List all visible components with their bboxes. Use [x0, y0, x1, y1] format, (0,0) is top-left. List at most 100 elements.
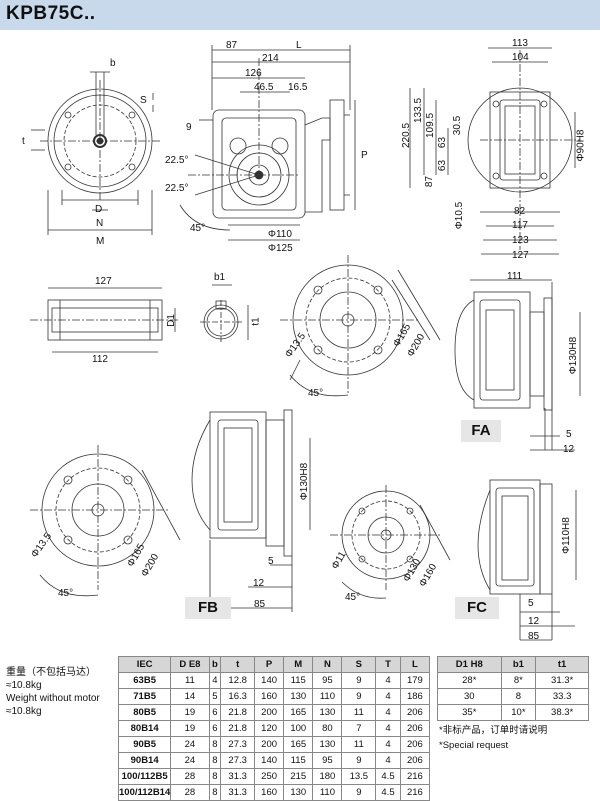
table-cell: 200 [254, 704, 285, 721]
table-cell: 4 [375, 752, 401, 769]
table-cell: 12.8 [220, 672, 256, 689]
weight-en: Weight without motor [6, 693, 100, 704]
table-cell: 6 [208, 704, 222, 721]
col-d1: D1 H8 [437, 656, 502, 673]
table-row: 28*8*31.3* [437, 672, 589, 689]
special-request-note: *非标产品，订单时请说明 *Special request [439, 723, 547, 753]
table-cell: 206 [399, 704, 431, 721]
table-cell: 130 [283, 688, 314, 705]
table-cell: 9 [341, 784, 377, 801]
table-cell: 8 [500, 688, 537, 705]
note-cn: *非标产品，订单时请说明 [439, 725, 548, 736]
weight-cn: 重量（不包括马达） [6, 667, 96, 678]
col-n: N [312, 656, 343, 673]
table-cell: 4 [375, 672, 401, 689]
page-title: KPB75C.. [6, 3, 96, 24]
table-cell: 100/112B5 [117, 768, 172, 785]
dim-46-5: 46.5 [254, 82, 274, 93]
dim-m: M [96, 236, 105, 247]
dim-b: b [110, 58, 116, 69]
table-cell: 10* [500, 704, 537, 721]
col-t: t [220, 656, 256, 673]
dim-87: 87 [226, 40, 238, 51]
table-cell: 100 [283, 720, 314, 737]
table-cell: 4.5 [375, 768, 401, 785]
dim-fb-phi130: Φ130H8 [299, 462, 311, 501]
weight-cn-val: ≈10.8kg [6, 680, 42, 691]
table-cell: 140 [254, 672, 285, 689]
table-cell: 28 [170, 784, 210, 801]
table-cell: 216 [399, 768, 431, 785]
key-section [200, 284, 249, 344]
table-cell: 33.3 [535, 688, 589, 705]
col-s: S [341, 656, 377, 673]
table-cell: 16.3 [220, 688, 256, 705]
table-cell: 11 [170, 672, 210, 689]
fc-flange-view [330, 485, 451, 599]
dim-117: 117 [512, 220, 528, 231]
front-view-housing [409, 47, 580, 255]
table-cell: 4 [375, 704, 401, 721]
fb-flange-view [30, 445, 181, 597]
table-cell: 8 [208, 752, 222, 769]
dim-123: 123 [512, 235, 529, 246]
table-cell: 206 [399, 736, 431, 753]
col-l: L [399, 656, 431, 673]
table-cell: 130 [312, 736, 343, 753]
table-cell: 6 [208, 720, 222, 737]
table-cell: 7 [341, 720, 377, 737]
table-cell: 250 [254, 768, 285, 785]
col-iec: IEC [117, 656, 172, 673]
table-cell: 38.3* [535, 704, 589, 721]
dim-p: P [361, 150, 368, 161]
table-cell: 5 [208, 688, 222, 705]
dim-fc-12: 12 [528, 616, 540, 627]
table-header-row: D1 H8 b1 t1 [437, 656, 589, 673]
table-cell: 95 [312, 752, 343, 769]
dim-fb-5: 5 [268, 556, 274, 567]
table-cell: 13.5 [341, 768, 377, 785]
table-cell: 4 [375, 736, 401, 753]
fb-view [191, 409, 311, 612]
dim-fb-12: 12 [253, 578, 265, 589]
table-cell: 130 [283, 784, 314, 801]
table-cell: 179 [399, 672, 431, 689]
table-cell: 8 [208, 736, 222, 753]
dim-9: 9 [186, 122, 192, 133]
dim-fa-5: 5 [566, 429, 572, 440]
dim-l: L [296, 40, 302, 51]
fa-view [454, 279, 581, 451]
table-cell: 4 [375, 720, 401, 737]
dim-b1: b1 [214, 272, 226, 283]
angle-22-5-a: 22.5° [165, 155, 189, 166]
table-row: 35*10*38.3* [437, 704, 589, 721]
dim-30-5: 30.5 [452, 115, 464, 136]
table-cell: 35* [437, 704, 502, 721]
table-header-row: IEC D E8 b t P M N S T L [117, 656, 431, 673]
col-t2: T [375, 656, 401, 673]
dim-t: t [22, 136, 25, 147]
dim-82: 82 [514, 206, 526, 217]
dim-d1: D1 [165, 314, 177, 327]
dim-phi10-5: Φ10.5 [454, 201, 466, 230]
table-cell: 80B14 [117, 720, 172, 737]
dim-fc-5: 5 [528, 598, 534, 609]
dim-n: N [96, 218, 104, 229]
angle-45-fc: 45° [345, 592, 361, 603]
dim-fa-phi130: Φ130H8 [568, 336, 580, 375]
col-b1: b1 [500, 656, 537, 673]
angle-45-fb: 45° [58, 588, 74, 599]
flange-view-main [280, 255, 441, 397]
table-cell: 24 [170, 736, 210, 753]
dim-shaft-127: 127 [95, 276, 112, 287]
table-cell: 160 [254, 688, 285, 705]
table-cell: 115 [283, 752, 314, 769]
